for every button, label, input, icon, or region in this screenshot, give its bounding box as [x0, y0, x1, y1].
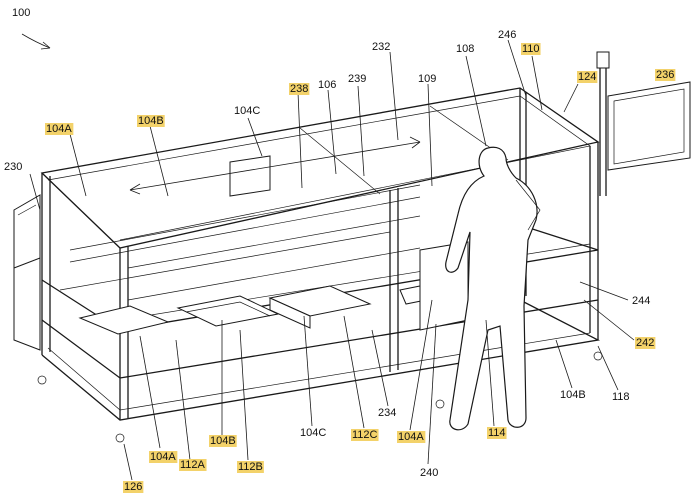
label-text: 100 [12, 7, 30, 19]
label-232: 232 [372, 41, 390, 53]
label-highlight [289, 83, 310, 95]
label-109: 109 [418, 73, 436, 85]
label-112a: 112A [179, 459, 207, 471]
label-text: 110 [522, 43, 540, 55]
label-238: 238 [289, 83, 310, 95]
label-244: 244 [632, 295, 650, 307]
label-text: 104A [150, 451, 176, 463]
label-highlight [179, 459, 207, 471]
label-text: 104A [46, 123, 72, 135]
label-text: 238 [290, 83, 308, 95]
label-highlight [635, 337, 656, 349]
label-text: 118 [612, 391, 630, 403]
side-cabinet [13, 194, 41, 351]
label-110: 110 [521, 43, 541, 55]
label-text: 124 [578, 71, 596, 83]
label-text: 242 [636, 337, 654, 349]
label-104a-top: 104A [45, 123, 74, 135]
label-text: 106 [318, 79, 336, 91]
label-242: 242 [635, 337, 656, 349]
label-text: 240 [420, 467, 438, 479]
label-highlight [137, 115, 165, 127]
label-highlight [397, 431, 426, 443]
label-126: 126 [123, 481, 144, 493]
label-text: 230 [4, 161, 22, 173]
label-104a-mid: 104A [397, 431, 426, 443]
label-234: 234 [378, 407, 396, 419]
label-text: 104C [234, 105, 260, 117]
label-114: 114 [487, 427, 507, 439]
label-108: 108 [456, 43, 474, 55]
reference-labels: 100 104A 104B 104C 238 106 239 232 109 108 246 110 1… [4, 7, 676, 493]
label-highlight [487, 427, 507, 439]
label-104b-top: 104B [137, 115, 165, 127]
label-104b-right: 104B [560, 389, 586, 401]
label-text: 108 [456, 43, 474, 55]
label-text: 104B [560, 389, 586, 401]
label-highlight [655, 69, 676, 81]
operator-figure [445, 146, 541, 431]
direction-arrows [21, 33, 421, 195]
label-106: 106 [318, 79, 336, 91]
label-text: 104B [210, 435, 236, 447]
label-236: 236 [655, 69, 676, 81]
label-text: 112B [238, 461, 263, 473]
monitor [596, 51, 691, 196]
label-118: 118 [612, 391, 630, 403]
label-104c-top: 104C [234, 105, 260, 117]
label-text: 104C [300, 427, 326, 439]
label-text: 232 [372, 41, 390, 53]
label-text: 246 [498, 29, 516, 41]
label-text: 126 [124, 481, 142, 493]
label-highlight [123, 481, 144, 493]
label-highlight [577, 71, 598, 83]
label-text: 112C [352, 429, 378, 441]
label-text: 244 [632, 295, 650, 307]
label-highlight [209, 435, 237, 447]
label-highlight [237, 461, 264, 473]
label-highlight [521, 43, 541, 55]
label-highlight [45, 123, 74, 135]
label-104a-bottom: 104A [149, 451, 178, 463]
label-104c-bottom: 104C [300, 427, 326, 439]
label-239: 239 [348, 73, 366, 85]
label-112c: 112C [351, 429, 379, 441]
label-112b: 112B [237, 461, 264, 473]
label-text: 104A [398, 431, 424, 443]
label-100: 100 [12, 7, 30, 19]
label-highlight [149, 451, 178, 463]
label-124: 124 [577, 71, 598, 83]
label-text: 239 [348, 73, 366, 85]
label-246: 246 [498, 29, 516, 41]
label-230: 230 [4, 161, 22, 173]
label-text: 104B [138, 115, 164, 127]
label-highlight [351, 429, 379, 441]
trays [78, 155, 469, 335]
label-text: 109 [418, 73, 436, 85]
label-text: 234 [378, 407, 396, 419]
label-text: 112A [180, 459, 206, 471]
leader-lines [29, 39, 635, 481]
label-text: 236 [656, 69, 674, 81]
label-text: 114 [488, 427, 506, 439]
label-240: 240 [420, 467, 438, 479]
label-104b-bottom: 104B [209, 435, 237, 447]
